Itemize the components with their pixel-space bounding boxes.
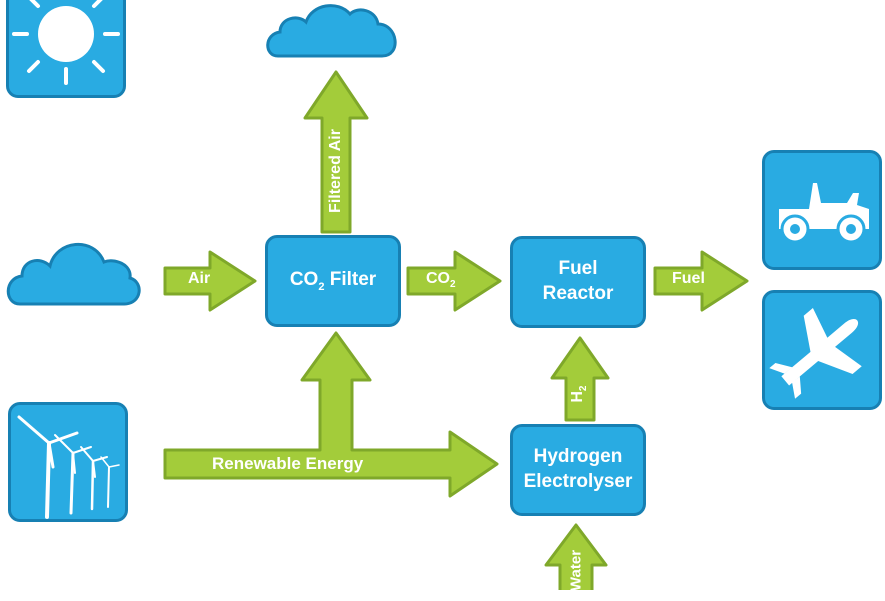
fuel-reactor-line1: Fuel xyxy=(558,258,598,280)
filtered-air-arrow xyxy=(303,70,369,234)
co2-arrow xyxy=(406,250,502,312)
electrolyser-line2: Electrolyser xyxy=(523,471,633,492)
co2-arrow-label: CO2 xyxy=(426,270,456,291)
cloud-icon xyxy=(266,4,397,58)
water-arrow-label: Water xyxy=(567,549,585,592)
renewable-energy-arrow xyxy=(163,331,499,498)
fuel-reactor-box: Fuel Reactor xyxy=(510,236,646,328)
sun-icon xyxy=(12,0,120,85)
fuel-reactor-line2: Reactor xyxy=(542,283,614,304)
car-tile xyxy=(762,150,882,270)
air-arrow xyxy=(163,250,257,312)
air-arrow-label: Air xyxy=(188,270,211,287)
co2-filter-label: CO2 Filter xyxy=(289,268,377,293)
h2-arrow-label: H2 xyxy=(568,385,590,403)
airplane-tile xyxy=(762,290,882,410)
car-icon xyxy=(779,183,869,244)
cloud-icon xyxy=(6,243,141,306)
co2-filter-box: CO2 Filter xyxy=(265,235,401,327)
h2-arrow xyxy=(550,336,610,422)
hydrogen-electrolyser-box: Hydrogen Electrolyser xyxy=(510,424,646,516)
sun-tile xyxy=(6,0,126,98)
airplane-icon xyxy=(769,308,862,399)
water-arrow xyxy=(544,523,608,590)
fuel-arrow xyxy=(653,250,749,312)
fuel-arrow-label: Fuel xyxy=(672,270,705,287)
wind-turbine-icon xyxy=(17,415,120,519)
wind-turbine-tile xyxy=(8,402,128,522)
electrolyser-line1: Hydrogen xyxy=(533,446,623,468)
renewable-energy-label: Renewable Energy xyxy=(212,454,364,473)
filtered-air-label: Filtered Air xyxy=(327,129,344,213)
